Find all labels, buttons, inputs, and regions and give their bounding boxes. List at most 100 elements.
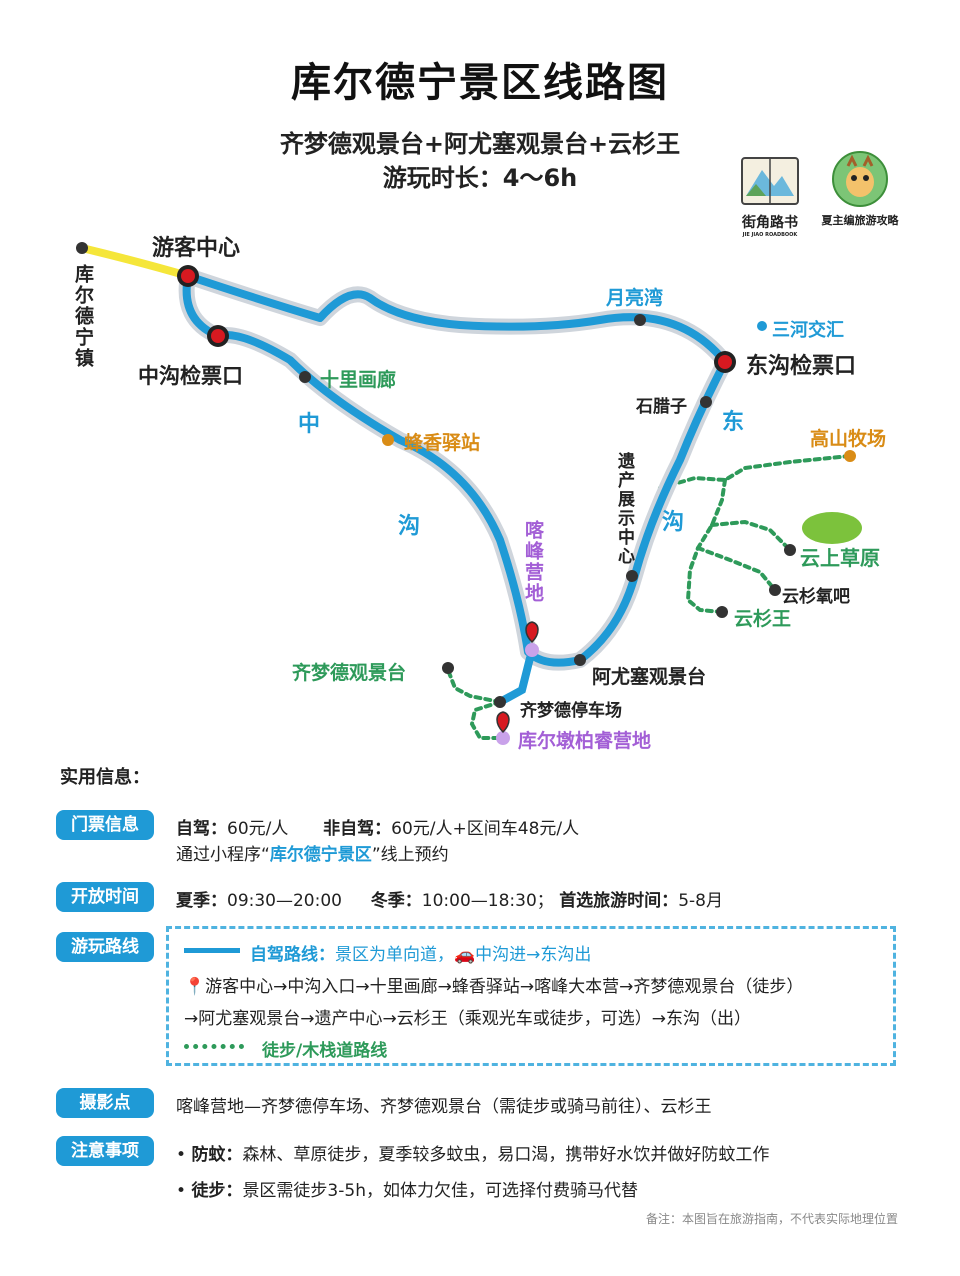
self-drive-price: 60元/人 [227,819,289,839]
fengxiang-dot [382,434,394,446]
note-mosquito-text: 森林、草原徒步，夏季较多蚊虫，易口渴，携带好水饮并做好防蚊工作 [242,1145,770,1165]
best-time: 5-8月 [678,891,723,911]
route-box [166,926,896,1066]
shilaizi-label: 石腊子 [636,397,687,417]
route-line-2: →阿尤塞观景台→遗产中心→云杉王（乘观光车或徒步，可选）→东沟（出） [184,1009,751,1029]
bullet-icon: • [176,1145,192,1165]
route-line-1-text: 游客中心→中沟入口→十里画廊→蜂香驿站→喀峰大本营→齐梦德观景台（徒步） [205,977,804,997]
opening-hours: 夏季：09:30—20:00 冬季：10:00—18:30； 首选旅游时间：5-… [176,886,723,911]
drive-route-legend-line [184,948,240,953]
shili-label: 十里画廊 [320,369,397,391]
note-mosquito: • 防蚊：森林、草原徒步，夏季较多蚊虫，易口渴，携带好水饮并做好防蚊工作 [176,1140,769,1165]
roadbook-logo-caption: 街角路书 [742,215,798,231]
trail-branch-2 [710,519,792,552]
xia-editor-logo-caption: 夏主编旅游攻略 [821,214,899,227]
car-icon: 🚗 [454,945,476,965]
zhonggou-label-1: 中 [298,412,321,437]
zhonggou-gate-marker [207,325,229,347]
shilaizi-dot [700,396,712,408]
xia-editor-logo: 夏主编旅游攻略 [812,150,908,228]
trail-pasture [658,454,852,490]
zhonggou-label-2: 沟 [398,514,421,539]
town-label: 库尔德宁镇 [72,264,94,369]
pasture-label: 高山牧场 [810,428,887,450]
oxygen-dot [769,584,781,596]
drive-note: 景区为单向道， [335,945,454,965]
road-to-parking [496,654,534,706]
summer-label: 夏季： [176,891,227,911]
drive-route-line: 自驾路线：景区为单向道，🚗中沟进→东沟出 [250,940,591,965]
self-drive-label: 自驾： [176,819,227,839]
route-map [76,242,862,745]
kafeng-camp-pin [525,621,539,657]
trail-legend-label: 徒步/木栈道路线 [262,1041,388,1061]
qimengde-dot [442,662,454,674]
ticket-booking: 通过小程序“库尔德宁景区”线上预约 [176,840,449,865]
yunshan-king-dot [716,606,728,618]
page-title: 库尔德宁景区线路图 [291,60,669,106]
yueliang-dot [634,314,646,326]
trail-legend-line [184,1044,244,1049]
kurdun-camp-label: 库尔墩柏睿营地 [518,730,652,752]
visitor-center-label: 游客中心 [152,236,241,261]
donggou-gate-marker [714,351,736,373]
yueliang-label: 月亮湾 [606,287,664,309]
sanhe-label: 三河交汇 [772,320,844,341]
hours-pill: 开放时间 [56,882,154,912]
zhonggou-gate-label: 中沟检票口 [138,364,243,388]
booking-pre: 通过小程序“ [176,845,270,865]
note-hiking: • 徒步：景区需徒步3-5h，如体力欠佳，可选择付费骑马代替 [176,1176,638,1201]
road-outline [178,268,733,671]
trail-branch-1 [685,478,727,614]
trail-camp [469,700,502,740]
yunshan-king-label: 云杉王 [734,608,792,630]
heritage-label: 遗产展示中心 [614,452,634,566]
photo-pill: 摄影点 [56,1088,154,1118]
info-heading: 实用信息： [60,767,150,788]
town-dot [76,242,88,254]
ayousai-label: 阿尤塞观景台 [592,666,707,688]
non-self-label: 非自驾： [323,819,392,839]
ticket-prices: 自驾：60元/人 非自驾：60元/人+区间车48元/人 [176,814,579,839]
notes-pill: 注意事项 [56,1136,154,1166]
roadbook-logo-small: JIE JIAO ROADBOOK [742,232,798,238]
yunshang-label: 云上草原 [800,546,880,570]
heritage-dot [626,570,638,582]
winter-label: 冬季： [370,891,422,911]
visitor-center-marker [177,265,199,287]
fengxiang-label: 蜂香驿站 [404,432,481,454]
sanhe-dot [757,321,767,331]
route-pill: 游玩路线 [56,932,154,962]
parking-dot [494,696,506,708]
booking-name: 库尔德宁景区 [269,845,372,865]
oxygen-label: 云杉氧吧 [782,587,850,607]
main-road [182,272,729,667]
note-hiking-label: 徒步： [191,1181,243,1201]
trail-branch-3 [696,546,777,592]
bullet-icon: • [176,1181,192,1201]
xia-editor-logo-icon [832,151,888,207]
booking-post: ”线上预约 [371,845,449,865]
grassland-blob [802,512,862,544]
drive-direction: 中沟进→东沟出 [475,945,592,965]
hiking-trails [446,454,852,740]
route-line-1: 📍游客中心→中沟入口→十里画廊→蜂香驿站→喀峰大本营→齐梦德观景台（徒步） [184,972,803,997]
shili-dot [299,371,311,383]
note-mosquito-label: 防蚊： [191,1145,243,1165]
winter-hours: 10:00—18:30； [421,891,554,911]
ayousai-dot [574,654,586,666]
donggou-gate-label: 东沟检票口 [746,354,857,379]
note-hiking-text: 景区需徒步3-5h，如体力欠佳，可选择付费骑马代替 [242,1181,638,1201]
donggou-label-1: 东 [722,410,745,435]
donggou-label-2: 沟 [662,510,685,535]
subtitle-spots: 齐梦德观景台+阿尤塞观景台+云杉王 [279,130,681,158]
best-time-label: 首选旅游时间： [559,891,679,911]
pin-icon: 📍 [184,977,206,997]
kurdun-camp-pin [496,711,510,745]
drive-label: 自驾路线： [250,945,335,965]
photo-spots: 喀峰营地—齐梦德停车场、齐梦德观景台（需徒步或骑马前往）、云杉王 [176,1097,712,1117]
qimengde-label: 齐梦德观景台 [292,662,407,684]
footnote: 备注：本图旨在旅游指南，不代表实际地理位置 [645,1212,898,1226]
ticket-pill: 门票信息 [56,810,154,840]
pasture-dot [844,450,856,462]
